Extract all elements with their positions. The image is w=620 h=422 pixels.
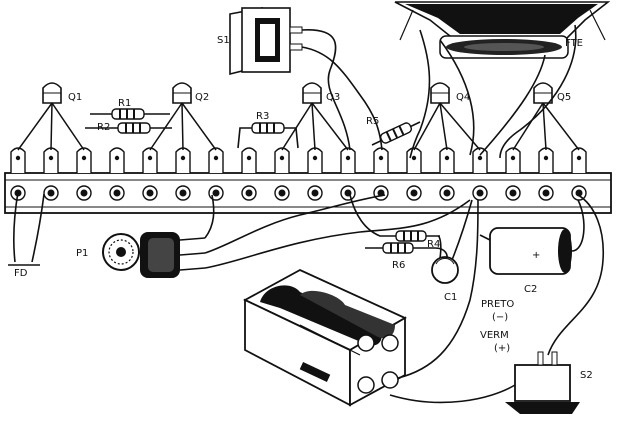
terminal-screw — [472, 185, 488, 201]
terminal-lug — [373, 147, 389, 173]
terminal-screw — [439, 185, 455, 201]
r2-label: R2 — [97, 122, 110, 133]
terminal-lug — [241, 147, 257, 173]
capacitor-c1-icon — [431, 199, 473, 284]
switch-s1-icon — [229, 7, 303, 76]
terminal-lug — [307, 147, 323, 173]
c1-label: C1 — [444, 292, 457, 303]
terminal-lugs — [10, 147, 587, 173]
terminal-screw — [175, 185, 191, 201]
capacitor-c2-icon — [479, 199, 585, 275]
terminal-lug — [142, 147, 158, 173]
fd-label: FD — [14, 268, 28, 279]
terminal-screw — [307, 185, 323, 201]
terminal-lug — [76, 147, 92, 173]
c2-plus-label: + — [532, 250, 540, 261]
terminal-screw — [538, 185, 554, 201]
terminal-lug — [340, 147, 356, 173]
r1-label: R1 — [118, 98, 131, 109]
resistor-r2 — [85, 122, 172, 134]
transistors — [17, 82, 580, 151]
terminal-lug — [208, 147, 224, 173]
switch-s2-icon — [505, 351, 580, 414]
q1-label: Q1 — [68, 92, 82, 103]
c2-label: C2 — [524, 284, 537, 295]
terminal-lug — [109, 147, 125, 173]
battery-holder-icon — [243, 268, 407, 407]
terminal-screws — [10, 185, 587, 201]
terminal-lug — [439, 147, 455, 173]
r6-label: R6 — [392, 260, 405, 271]
terminal-screw — [274, 185, 290, 201]
fd-wires — [12, 191, 45, 263]
terminal-lug — [274, 147, 290, 173]
terminal-screw — [142, 185, 158, 201]
q4-label: Q4 — [456, 92, 470, 103]
potentiometer-p1-icon — [102, 232, 206, 278]
transistor-q3-icon — [281, 82, 349, 151]
terminal-screw — [208, 185, 224, 201]
preto-label: PRETO — [481, 299, 514, 310]
verm-label: VERM — [480, 330, 509, 341]
terminal-strip — [4, 147, 612, 214]
r3-label: R3 — [256, 111, 269, 122]
terminal-screw — [241, 185, 257, 201]
switch-s2-label: S2 — [580, 370, 593, 381]
terminal-lug — [406, 147, 422, 173]
transistor-q2-icon — [149, 82, 217, 151]
terminal-lug — [571, 147, 587, 173]
terminal-screw — [109, 185, 125, 201]
transistor-q1-icon — [17, 82, 85, 151]
terminal-screw — [406, 185, 422, 201]
resistor-r1 — [90, 108, 170, 120]
terminal-screw — [340, 185, 356, 201]
switch-s1-label: S1 — [217, 35, 230, 46]
terminal-lug — [505, 147, 521, 173]
speaker-label: FTE — [565, 38, 583, 49]
resistor-r4 — [349, 194, 440, 242]
power-wires — [389, 194, 605, 404]
terminal-screw — [505, 185, 521, 201]
p1-label: P1 — [76, 248, 88, 259]
transistor-q5-icon — [512, 82, 580, 151]
wires-top — [301, 24, 577, 159]
terminal-lug — [10, 147, 26, 173]
pot-wires — [204, 194, 471, 269]
terminal-screw — [373, 185, 389, 201]
verm-polarity-label: (+) — [494, 343, 510, 354]
speaker-icon — [394, 1, 611, 59]
terminal-lug — [472, 147, 488, 173]
resistor-r5 — [371, 121, 421, 146]
preto-polarity-label: (−) — [492, 312, 508, 323]
q5-label: Q5 — [557, 92, 571, 103]
r4-label: R4 — [427, 239, 440, 250]
q2-label: Q2 — [195, 92, 209, 103]
terminal-lug — [175, 147, 191, 173]
resistor-r3 — [237, 122, 299, 149]
terminal-lug — [43, 147, 59, 173]
terminal-screw — [76, 185, 92, 201]
terminal-screw — [571, 185, 587, 201]
r5-label: R5 — [366, 116, 379, 127]
terminal-lug — [538, 147, 554, 173]
terminal-screw — [43, 185, 59, 201]
